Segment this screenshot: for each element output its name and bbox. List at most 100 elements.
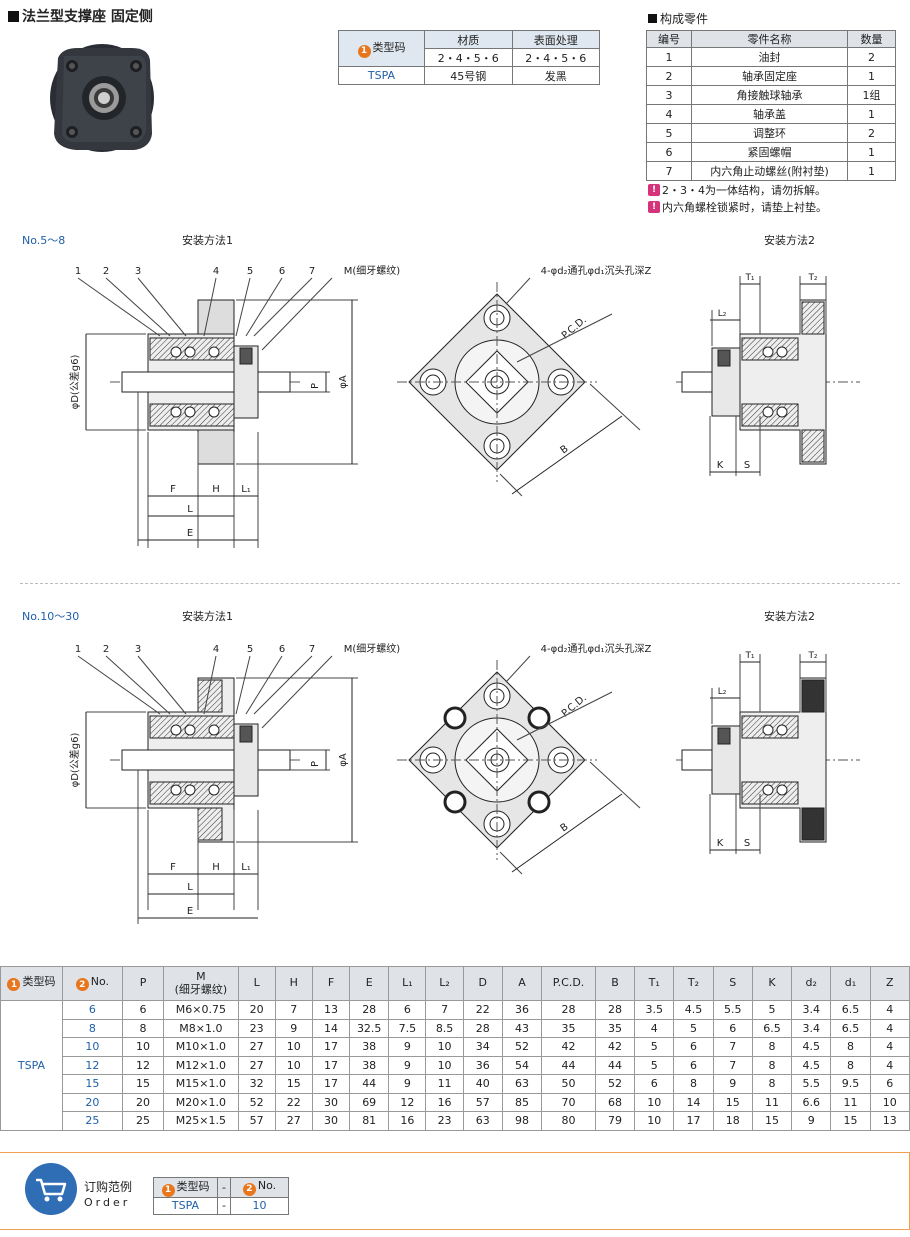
part-number-label: 6 [279, 266, 285, 277]
dimension-P: P [310, 383, 321, 389]
dimension-L1: L₁ [241, 862, 251, 873]
note-2: !内六角螺栓锁紧时，请垫上衬垫。 [648, 199, 827, 215]
spec-cell: 10 [61, 1037, 123, 1057]
part-name: 内六角止动螺丝(附衬垫) [691, 161, 848, 181]
dimension-L2: L₂ [718, 687, 727, 697]
spec-cell: 15 [712, 1092, 753, 1112]
spec-cell: 3.5 [634, 1000, 675, 1020]
spec-cell: 36 [462, 1055, 503, 1075]
spec-cell: 17 [673, 1111, 714, 1131]
spec-cell: 5 [673, 1018, 714, 1038]
mounting-screw [443, 790, 467, 814]
dimension-T1: T₁ [744, 651, 754, 661]
dimension-phiA: φA [338, 375, 349, 389]
spec-cell: 7 [274, 1000, 313, 1020]
extension-line [589, 761, 641, 809]
spec-cell: 15 [274, 1074, 313, 1094]
spec-header-12: P.C.D. [541, 966, 596, 1001]
spec-cell: 42 [541, 1037, 596, 1057]
dimension-K: K [717, 838, 724, 849]
dimension-S: S [744, 838, 750, 849]
dimension-L: L [187, 882, 193, 893]
part-name: 油封 [691, 47, 848, 67]
part-qty: 1组 [847, 85, 896, 105]
spec-cell: 35 [594, 1018, 636, 1038]
leader-line [137, 277, 187, 337]
dimension-T2: T₂ [807, 273, 817, 283]
spec-header-11: A [501, 966, 543, 1001]
spec-cell: M10×1.0 [163, 1037, 239, 1057]
part-qty: 2 [847, 123, 896, 143]
spec-cell: 18 [712, 1111, 753, 1131]
number-badge: 1 [161, 1183, 175, 1197]
leader-line [235, 277, 251, 337]
spec-cell: M20×1.0 [163, 1092, 239, 1112]
type-code-value: TSPA [338, 66, 425, 85]
part-qty: 1 [847, 161, 896, 181]
surface-parts: 2・4・5・6 [511, 48, 600, 67]
flange-part [801, 679, 825, 713]
spec-cell: 6 [673, 1037, 714, 1057]
range-label-top: No.5～8 [22, 234, 66, 247]
thread-label: M(细牙螺纹) [344, 642, 401, 655]
extension-line [499, 851, 523, 875]
note-1: !2・3・4为一体结构，请勿拆解。 [648, 182, 826, 198]
method2-label-bottom: 安装方法2 [764, 610, 815, 623]
spec-cell: 52 [237, 1092, 276, 1112]
dimension-line [511, 793, 623, 873]
ball-bearing [762, 724, 774, 736]
order-type-value: TSPA [153, 1196, 218, 1215]
spec-cell: 9.5 [830, 1074, 871, 1094]
spec-cell: 8 [751, 1074, 793, 1094]
spec-cell: 34 [462, 1037, 503, 1057]
spec-cell: 20 [237, 1000, 276, 1020]
spec-cell: 10 [634, 1111, 675, 1131]
spec-cell: 28 [462, 1018, 503, 1038]
spec-cell: 11 [425, 1074, 464, 1094]
range-label-bottom: No.10～30 [22, 610, 80, 623]
part-no: 2 [646, 66, 692, 86]
dimension-L2: L₂ [718, 309, 727, 319]
dimension-B: B [559, 821, 571, 834]
spec-cell: 54 [501, 1055, 543, 1075]
warning-icon: ! [648, 201, 660, 213]
spec-cell: 70 [541, 1092, 596, 1112]
spec-cell: 4.5 [673, 1000, 714, 1020]
spec-cell: 32.5 [349, 1018, 390, 1038]
spec-cell: 79 [594, 1111, 636, 1131]
spec-cell: 5.5 [791, 1074, 832, 1094]
surface-value: 发黑 [511, 66, 600, 85]
ball-bearing [776, 784, 788, 796]
shaft [121, 749, 291, 771]
method1-label-bottom: 安装方法1 [182, 610, 233, 623]
flange-part [801, 807, 825, 841]
spec-cell: 8 [830, 1037, 871, 1057]
part-number-label: 4 [213, 644, 219, 655]
order-dash: - [217, 1196, 231, 1215]
spec-cell: 6 [869, 1074, 910, 1094]
leader-line [261, 655, 333, 729]
spec-cell: 52 [594, 1074, 636, 1094]
ball-bearing [184, 724, 196, 736]
spec-cell: 16 [425, 1092, 464, 1112]
spec-cell: 20 [61, 1092, 123, 1112]
spec-header-19: d₁ [830, 966, 871, 1001]
warning-icon: ! [648, 184, 660, 196]
spec-cell: M15×1.0 [163, 1074, 239, 1094]
spec-cell: 8 [830, 1055, 871, 1075]
leader-line [137, 655, 187, 715]
spec-cell: 28 [349, 1000, 390, 1020]
spec-cell: 57 [237, 1111, 276, 1131]
